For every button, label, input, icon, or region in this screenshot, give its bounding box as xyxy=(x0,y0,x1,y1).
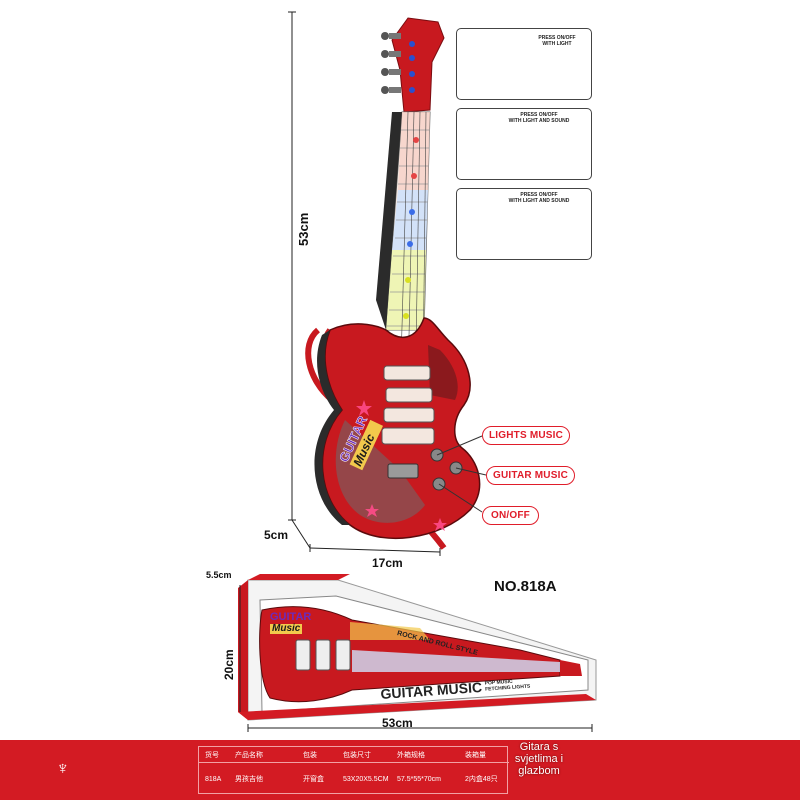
box-height-label: 20cm xyxy=(222,649,236,680)
box-brand-line2: Music xyxy=(270,623,303,634)
depth-label: 5cm xyxy=(264,528,289,542)
spec-header-cell: 包装 xyxy=(303,752,317,759)
box-brand-line1: GUITAR xyxy=(270,611,312,623)
spec-value-cell: 2内盒48只 xyxy=(465,776,498,783)
spec-header-cell: 产品名称 xyxy=(235,752,263,759)
lights-music-label: LIGHTS MUSIC xyxy=(489,430,564,441)
lights-music-callout: LIGHTS MUSIC xyxy=(482,426,571,445)
spec-header-cell: 货号 xyxy=(205,752,219,759)
spec-header-cell: 外箱规格 xyxy=(397,752,425,759)
inset-panel-3: PRESS ON/OFF WITH LIGHT AND SOUND xyxy=(456,188,592,260)
spec-value-cell: 818A xyxy=(205,776,222,783)
overlay-caption: Gitara s svjetlima i glazbom xyxy=(514,741,564,777)
on-off-label: ON/OFF xyxy=(491,510,530,521)
box-product-sub: POP MUSIC FETCHING LIGHTS xyxy=(484,678,531,693)
inset-3-caption: PRESS ON/OFF WITH LIGHT AND SOUND xyxy=(508,192,570,204)
spec-value-cell: 53X20X5.5CM xyxy=(343,776,389,783)
box-length-label: 53cm xyxy=(382,716,413,730)
spec-value-cell: 57.5*55*70cm xyxy=(397,776,441,783)
inset-panel-1: PRESS ON/OFF WITH LIGHT xyxy=(456,28,592,100)
spec-value-cell: 开窗盒 xyxy=(303,776,324,783)
packaging-box xyxy=(238,574,597,732)
spec-table: 货号 产品名称 包装 包装尺寸 外箱规格 装箱量 818A 男孩吉他 开窗盒 5… xyxy=(198,746,509,794)
box-depth-label: 5.5cm xyxy=(206,570,232,580)
on-off-callout: ON/OFF xyxy=(482,506,539,525)
guitar-music-callout: GUITAR MUSIC xyxy=(486,466,575,485)
model-number: NO.818A xyxy=(494,578,557,595)
box-brand: GUITAR Music xyxy=(270,612,311,634)
width-label: 17cm xyxy=(372,556,403,570)
inset-1-caption: PRESS ON/OFF WITH LIGHT xyxy=(538,35,576,47)
spec-header-cell: 装箱量 xyxy=(465,752,486,759)
dimension-lines xyxy=(288,11,441,556)
height-label: 53cm xyxy=(296,212,311,246)
inset-2-caption: PRESS ON/OFF WITH LIGHT AND SOUND xyxy=(508,112,570,124)
spec-header-row: 货号 产品名称 包装 包装尺寸 外箱规格 装箱量 xyxy=(199,747,509,763)
logo-icon: ♆ xyxy=(56,758,70,778)
guitar-music-label: GUITAR MUSIC xyxy=(493,470,568,481)
inset-panel-2: PRESS ON/OFF WITH LIGHT AND SOUND xyxy=(456,108,592,180)
spec-strip: 货号 产品名称 包装 包装尺寸 外箱规格 装箱量 818A 男孩吉他 开窗盒 5… xyxy=(0,740,800,800)
spec-header-cell: 包装尺寸 xyxy=(343,752,371,759)
spec-value-row: 818A 男孩吉他 开窗盒 53X20X5.5CM 57.5*55*70cm 2… xyxy=(199,771,509,787)
spec-value-cell: 男孩吉他 xyxy=(235,776,263,783)
